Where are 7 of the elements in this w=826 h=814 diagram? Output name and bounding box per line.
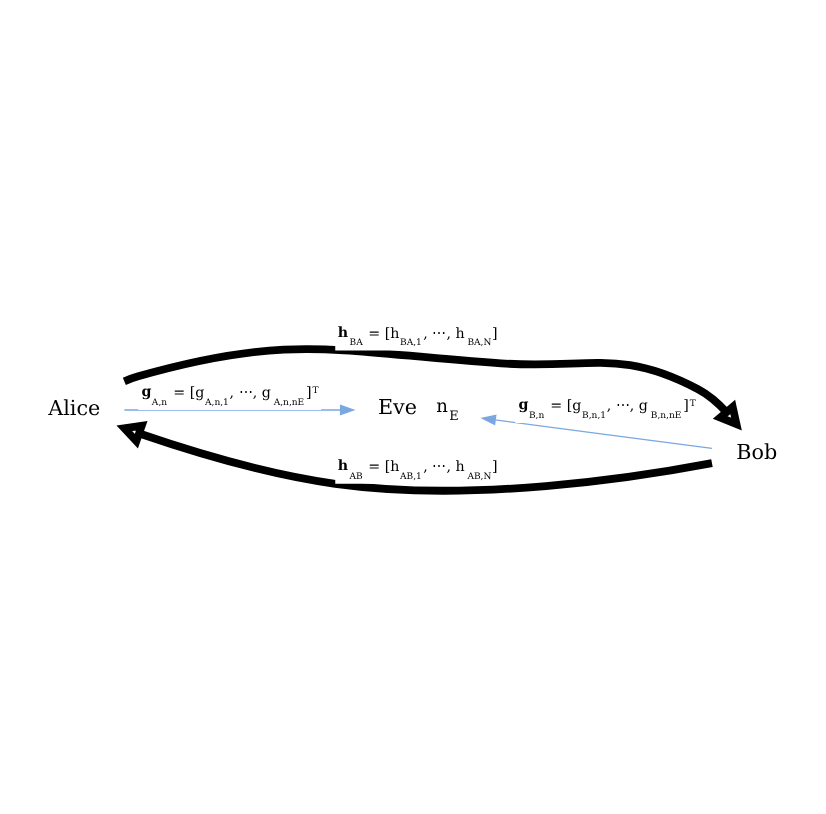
- arrow: [123, 404, 356, 416]
- node-text: Alice: [48, 396, 101, 421]
- arrow: [116, 420, 713, 495]
- arrow: [480, 414, 713, 449]
- node-text: Eve: [378, 395, 418, 420]
- node-text: Bob: [736, 440, 778, 465]
- arrow: [122, 345, 742, 431]
